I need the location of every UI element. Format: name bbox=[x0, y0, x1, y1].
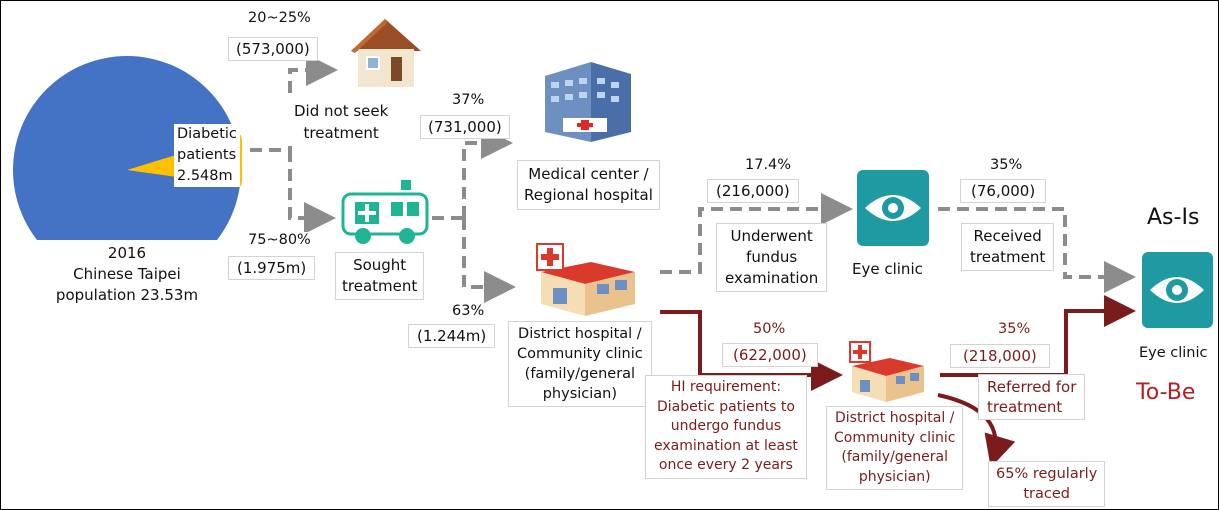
received-count: (76,000) bbox=[960, 179, 1047, 203]
medical-center-label: Medical center / Regional hospital bbox=[517, 160, 660, 210]
fundus-label: Underwent fundus examination bbox=[716, 223, 828, 292]
district2-label: District hospital / Community clinic (fa… bbox=[826, 406, 964, 490]
fundus-pct: 17.4% bbox=[745, 157, 792, 173]
eye-icon bbox=[857, 170, 929, 246]
to-be-label: To-Be bbox=[1136, 380, 1196, 405]
no-treatment-count: (573,000) bbox=[228, 37, 318, 61]
eye-clinic-mid-label: Eye clinic bbox=[852, 260, 923, 278]
no-treatment-label: Did not seek treatment bbox=[288, 98, 395, 146]
eye-clinic-right-label: Eye clinic bbox=[1139, 345, 1208, 361]
house-icon bbox=[351, 19, 421, 87]
hospital-building-icon bbox=[545, 62, 631, 142]
sought-pct: 75~80% bbox=[248, 232, 311, 248]
arrow-to-medical-center bbox=[462, 127, 513, 218]
hi-requirement: HI requirement: Diabetic patients to und… bbox=[645, 375, 807, 479]
hi-pct: 50% bbox=[753, 321, 786, 337]
clinic-icon bbox=[536, 243, 635, 316]
eye-icon bbox=[1142, 252, 1213, 328]
district-count: (1.244m) bbox=[408, 324, 496, 348]
district-label: District hospital / Community clinic (fa… bbox=[508, 321, 652, 407]
received-label: Received treatment bbox=[961, 223, 1055, 271]
medical-center-pct: 37% bbox=[452, 92, 485, 108]
received-pct: 35% bbox=[990, 157, 1023, 173]
referred-count: (218,000) bbox=[950, 344, 1050, 368]
arrow-to-district bbox=[462, 218, 516, 303]
sought-count: (1.975m) bbox=[228, 256, 316, 280]
sought-label: Sought treatment bbox=[335, 252, 425, 300]
arrow-to-eye-clinic-mid bbox=[660, 193, 853, 274]
referred-label: Referred for treatment bbox=[978, 374, 1086, 420]
fundus-count: (216,000) bbox=[707, 179, 799, 203]
hi-count: (622,000) bbox=[722, 343, 818, 367]
clinic-icon bbox=[849, 341, 924, 402]
diabetic-label: Diabetic patients 2.548m bbox=[174, 124, 240, 187]
district-pct: 63% bbox=[452, 303, 485, 319]
population-label: 2016 Chinese Taipei population 23.53m bbox=[10, 240, 244, 309]
traced-label: 65% regularly traced bbox=[988, 461, 1106, 507]
medical-center-count: (731,000) bbox=[420, 115, 510, 139]
as-is-label: As-Is bbox=[1147, 205, 1200, 230]
ambulance-icon bbox=[341, 180, 429, 244]
referred-pct: 35% bbox=[998, 321, 1031, 337]
arrow-to-ambulance bbox=[288, 150, 336, 234]
arrow-to-eye-clinic-right bbox=[938, 207, 1136, 293]
no-treatment-pct: 20~25% bbox=[248, 10, 311, 26]
